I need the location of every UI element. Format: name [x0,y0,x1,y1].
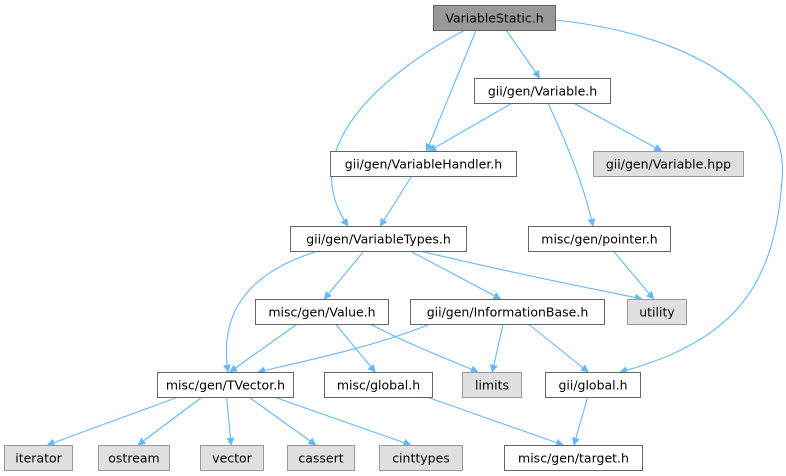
node-label: iterator [15,451,62,466]
node-label: gii/gen/InformationBase.h [427,305,589,320]
edge-tvector-to-vector [226,396,235,446]
node-label: cassert [298,451,343,466]
node-box [627,299,687,325]
node-variable-h[interactable]: gii/gen/Variable.h [474,78,611,104]
node-box [379,445,463,471]
edge-variable_h-to-pointer [547,102,596,227]
edge-variable_handler-to-variable_types [379,175,413,227]
node-box [287,445,355,471]
edge-variable_static-to-variable_handler [425,29,477,152]
edge-value-to-limits [369,323,479,373]
edge-misc_global-to-target [426,396,565,447]
node-box [290,226,467,252]
node-variable-static: VariableStatic.h [433,5,556,31]
nodes: VariableStatic.h gii/gen/Variable.h gii/ge… [4,5,744,471]
edge-tvector-to-cassert [248,396,317,446]
node-pointer[interactable]: misc/gen/pointer.h [528,226,671,252]
node-information-base[interactable]: gii/gen/InformationBase.h [410,299,605,325]
node-label: VariableStatic.h [445,11,543,26]
edge-variable_h-to-variable_handler [428,102,513,152]
node-label: cinttypes [392,451,450,466]
node-box [545,372,641,398]
edge-variable_types-to-value [323,250,365,300]
node-box [330,151,517,177]
node-box [410,299,605,325]
edge-variable_types-to-information_base [409,250,502,300]
edge-variable_types-to-tvector [222,250,319,373]
node-box [433,5,556,31]
node-label: ostream [108,451,159,466]
node-label: limits [475,378,509,393]
edge-variable_h-to-variable_hpp [573,102,663,152]
node-label: vector [212,451,253,466]
node-misc-global[interactable]: misc/global.h [324,372,433,398]
node-label: gii/gen/Variable.h [488,84,597,99]
edge-pointer-to-utility [612,250,655,300]
node-label: misc/gen/Value.h [268,305,375,320]
node-variable-handler[interactable]: gii/gen/VariableHandler.h [330,151,517,177]
node-label: misc/gen/pointer.h [541,232,657,247]
node-box [157,372,294,398]
node-vector: vector [200,445,264,471]
node-box [255,299,389,325]
edge-value-to-tvector [229,323,298,373]
edge-information_base-to-tvector [257,323,431,375]
node-cinttypes: cinttypes [379,445,463,471]
edge-variable_types-to-utility [419,250,643,302]
edge-tvector-to-ostream [137,396,203,446]
edge-tvector-to-cinttypes [273,396,412,447]
node-cassert: cassert [287,445,355,471]
node-box [462,372,522,398]
node-tvector[interactable]: misc/gen/TVector.h [157,372,294,398]
node-label: gii/gen/Variable.hpp [606,157,731,172]
node-label: gii/gen/VariableHandler.h [345,157,502,172]
edge-variable_static-to-variable_types [331,29,466,227]
node-label: gii/gen/VariableTypes.h [306,232,451,247]
node-value[interactable]: misc/gen/Value.h [255,299,389,325]
node-box [4,445,73,471]
node-gii-global[interactable]: gii/global.h [545,372,641,398]
node-label: gii/global.h [558,378,627,393]
node-label: misc/gen/target.h [518,451,629,466]
edges [46,19,784,447]
node-box [324,372,433,398]
edge-information_base-to-gii_global [528,323,589,373]
node-label: misc/global.h [337,378,420,393]
node-box [528,226,671,252]
node-ostream: ostream [98,445,170,471]
node-box [593,151,744,177]
node-variable-hpp: gii/gen/Variable.hpp [593,151,744,177]
node-box [474,78,611,104]
node-iterator: iterator [4,445,73,471]
edge-variable_static-to-variable_h [505,29,541,79]
node-variable-types[interactable]: gii/gen/VariableTypes.h [290,226,467,252]
node-target[interactable]: misc/gen/target.h [504,445,643,471]
node-label: utility [639,305,675,320]
node-box [200,445,264,471]
edge-information_base-to-limits [489,323,504,373]
node-utility: utility [627,299,687,325]
node-box [504,445,643,471]
edge-gii_global-to-target [572,396,589,446]
node-label: misc/gen/TVector.h [166,378,285,393]
node-box [98,445,170,471]
node-limits: limits [462,372,522,398]
edge-variable_static-to-gii_global [554,19,784,375]
edge-tvector-to-iterator [46,396,179,447]
